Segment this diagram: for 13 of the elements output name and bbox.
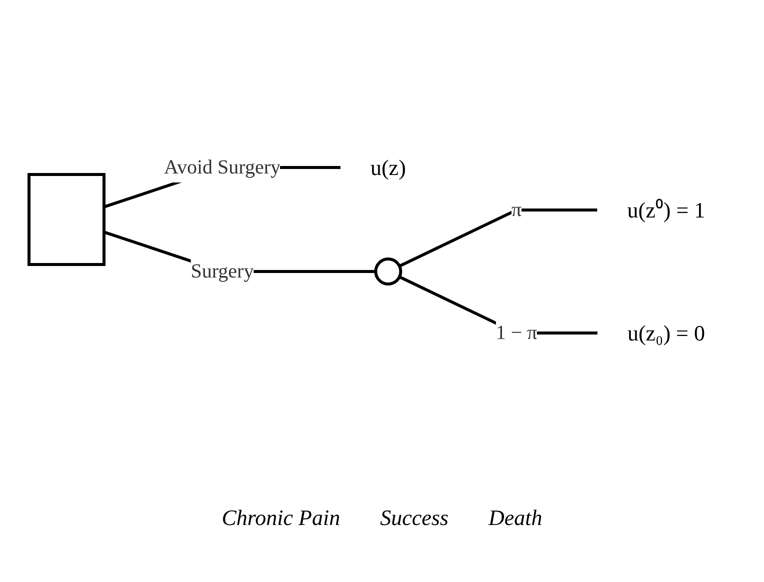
edge-label: Avoid Surgery <box>164 156 280 178</box>
node-box <box>27 172 106 266</box>
edge-label: π <box>511 198 522 221</box>
edge-label: 1 − π <box>496 322 538 344</box>
outcome-label: Death <box>488 505 542 531</box>
outcome-label: Success <box>380 505 448 531</box>
outcome-label: Chronic Pain <box>222 505 340 531</box>
node-text: u(z) <box>370 154 406 180</box>
node-text: u(z₀) = 0 <box>627 320 705 346</box>
node-circle <box>374 257 402 286</box>
node-text: u(z⁰) = 1 <box>627 197 706 222</box>
edge-label: Surgery <box>190 260 254 282</box>
connector <box>398 208 598 268</box>
